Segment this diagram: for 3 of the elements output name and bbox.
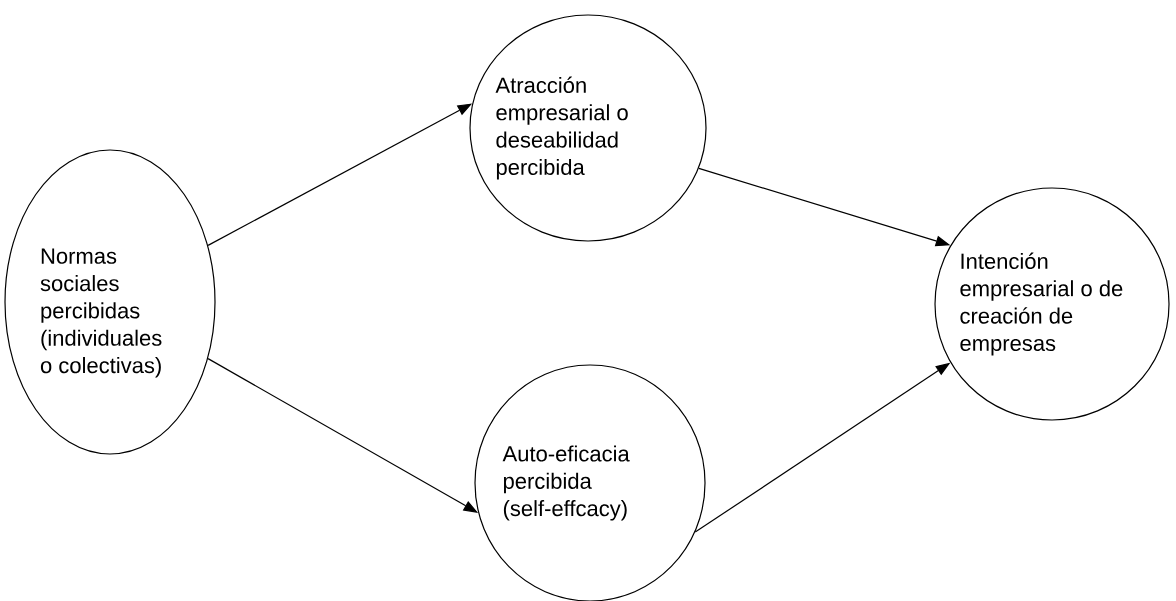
ellipse-node: Atracción empresarial o deseabilidad percibida xyxy=(469,14,707,242)
ellipse-node: Normas sociales percibidas (individuales o colectivas) xyxy=(4,149,216,455)
ellipse-node: Intención empresarial o de creación de empresas xyxy=(934,187,1170,421)
